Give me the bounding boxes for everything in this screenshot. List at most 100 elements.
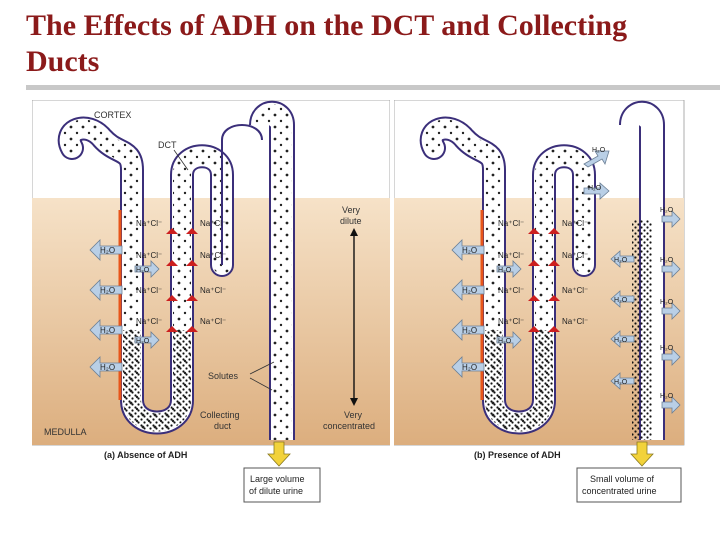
water-label: H₂O [136,338,150,345]
water-arrow [134,331,160,349]
water-arrow [496,331,522,349]
water-arrow [89,356,123,378]
water-label: H₂O [100,363,115,372]
water-label: H₂O [462,286,477,295]
water-label: H₂O [660,393,674,400]
panel-absence-of-adh: CORTEX MEDULLA Na⁺Cl⁻ Na⁺Cl⁻ Na⁺Cl⁻ Na⁺C… [32,100,390,503]
nacl-label: Na⁺Cl⁻ [562,317,588,326]
water-arrow [610,330,635,348]
water-arrows-inner: H₂O H₂O [134,260,160,349]
water-arrow [496,260,522,278]
water-arrow [583,182,610,200]
water-arrow [661,396,681,414]
water-arrow [610,290,635,308]
panel-presence-of-adh: Na⁺Cl⁻ Na⁺Cl⁻ Na⁺Cl⁻ Na⁺Cl⁻ Na⁺Cl⁻ Na⁺Cl… [394,100,685,503]
very-concentrated-label: concentrated [323,421,375,431]
nacl-label: Na⁺Cl⁻ [562,219,588,228]
very-dilute-label: Very [342,205,361,215]
water-arrow [661,260,681,278]
solutes-label: Solutes [208,371,239,381]
water-label: H₂O [462,363,477,372]
water-arrow [451,279,485,301]
water-arrows-left: H₂O H₂O H₂O H₂O [89,239,123,378]
dct-leader [173,149,189,171]
water-arrow [610,250,635,268]
water-arrow [451,356,485,378]
collecting-duct-solutes [252,103,292,440]
water-label: H₂O [614,379,628,386]
water-label: H₂O [100,246,115,255]
water-arrow [661,210,681,228]
solutes-leader [249,361,275,375]
water-arrow [610,372,635,390]
nacl-label: Na⁺Cl⁻ [200,219,226,228]
water-label: H₂O [498,338,512,345]
loop-concentrated [123,330,191,432]
nacl-label: Na⁺Cl⁻ [136,219,162,228]
panel-caption: (b) Presence of ADH [474,450,561,460]
water-label: H₂O [660,207,674,214]
water-label: H₂O [462,246,477,255]
sodium-arrows [528,228,560,332]
nacl-transport-left: Na⁺Cl⁻ Na⁺Cl⁻ Na⁺Cl⁻ Na⁺Cl⁻ [136,219,162,326]
sodium-arrows [166,228,198,332]
solutes-leader [249,377,273,391]
water-label: H₂O [136,267,150,274]
title-divider [26,85,720,90]
water-arrow [661,302,681,320]
nacl-label: Na⁺Cl⁻ [498,219,524,228]
water-arrows-left: H₂O H₂O H₂O H₂O [451,239,485,378]
water-label: H₂O [614,297,628,304]
cortex-label: CORTEX [94,110,131,120]
collecting-duct-label: Collecting [200,410,240,420]
water-arrow [89,319,123,341]
water-arrow [134,260,160,278]
water-arrow [451,319,485,341]
water-label: H₂O [660,345,674,352]
nacl-label: Na⁺Cl⁻ [200,317,226,326]
collecting-duct-label: duct [214,421,232,431]
output-label: Large volume [250,474,305,484]
output-box [576,467,682,503]
water-arrows-collecting-duct-left: H₂O H₂O H₂O H₂O [610,250,635,390]
water-label: H₂O [614,337,628,344]
water-arrow [583,150,610,168]
loop-concentrated [485,330,553,432]
water-label: H₂O [614,257,628,264]
water-label: H₂O [660,257,674,264]
nacl-label: Na⁺Cl⁻ [200,286,226,295]
collecting-duct-lumen [621,102,663,440]
water-label: H₂O [498,267,512,274]
water-label: H₂O [592,147,606,154]
output-box [243,467,321,503]
dct-label: DCT [158,140,177,150]
output-label: of dilute urine [249,486,303,496]
water-arrows-inner: H₂O H₂O [496,260,522,349]
water-arrow [451,239,485,261]
water-label: H₂O [660,299,674,306]
output-arrow [267,441,291,467]
nacl-transport-right: Na⁺Cl⁻ Na⁺Cl⁻ Na⁺Cl⁻ Na⁺Cl⁻ [200,219,226,326]
water-label: H₂O [588,185,602,192]
nacl-label: Na⁺Cl⁻ [562,286,588,295]
water-arrow [89,239,123,261]
water-arrows-dct: H₂O H₂O [583,147,610,200]
nacl-label: Na⁺Cl⁻ [498,317,524,326]
output-label: Small volume of [590,474,655,484]
output-label: concentrated urine [582,486,657,496]
nacl-label: Na⁺Cl⁻ [498,286,524,295]
nacl-label: Na⁺Cl⁻ [136,251,162,260]
water-label: H₂O [100,286,115,295]
very-dilute-label: dilute [340,216,362,226]
water-arrow [89,279,123,301]
connecting-tubule [221,124,263,265]
nacl-label: Na⁺Cl⁻ [136,317,162,326]
slide-title: The Effects of ADH on the DCT and Collec… [26,9,628,78]
water-arrow [661,348,681,366]
nacl-label: Na⁺Cl⁻ [136,286,162,295]
output-arrow [630,441,654,467]
nacl-label: Na⁺Cl⁻ [200,251,226,260]
water-label: H₂O [462,326,477,335]
water-label: H₂O [100,326,115,335]
nacl-label: Na⁺Cl⁻ [498,251,524,260]
